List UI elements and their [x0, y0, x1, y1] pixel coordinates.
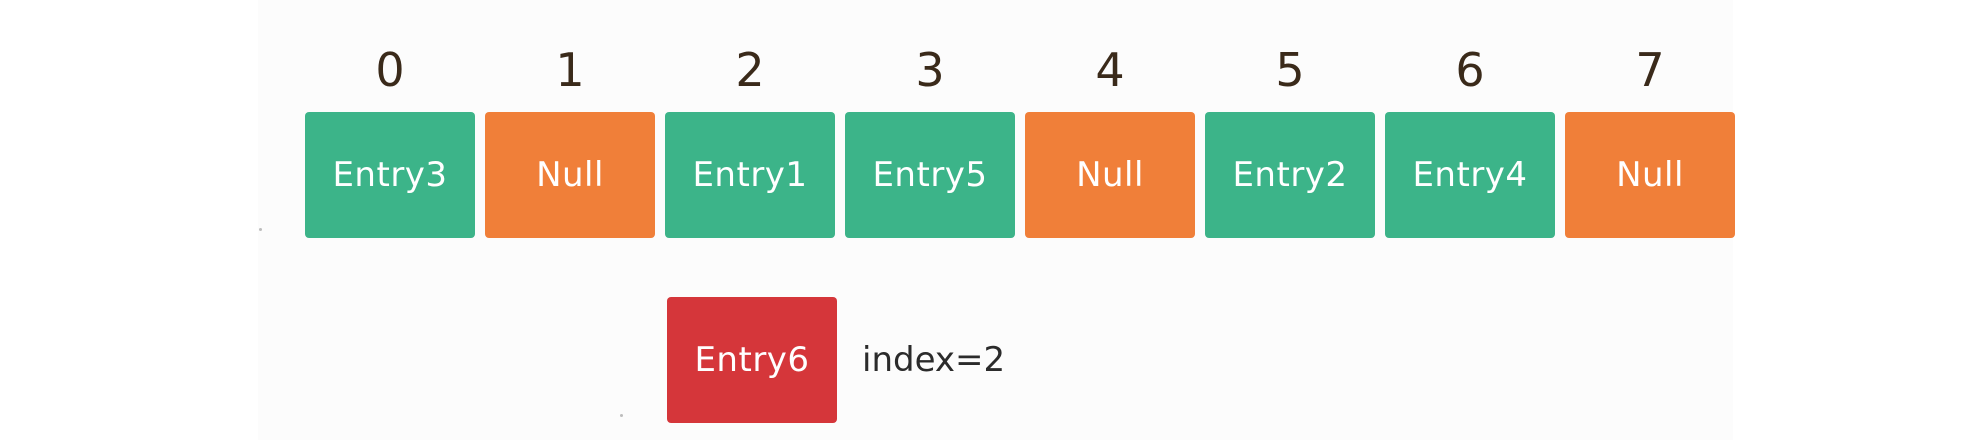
slot-index-label: 0 — [375, 43, 405, 97]
slot-index-label: 4 — [1095, 43, 1125, 97]
entry-cell: Entry1 — [665, 112, 835, 238]
cell-label: Entry5 — [872, 155, 988, 195]
cell-label: Null — [536, 155, 604, 195]
entry-cell: Entry3 — [305, 112, 475, 238]
speck-mark — [259, 228, 262, 231]
speck-mark — [620, 414, 623, 417]
cell-label: Entry4 — [1412, 155, 1528, 195]
cell-label: Null — [1616, 155, 1684, 195]
slot-index-label: 1 — [555, 43, 585, 97]
slot-index-label: 7 — [1635, 43, 1665, 97]
slot-index-label: 5 — [1275, 43, 1305, 97]
entry-cell: Entry5 — [845, 112, 1015, 238]
incoming-entry-label: Entry6 — [694, 340, 810, 380]
slot-index-label: 2 — [735, 43, 765, 97]
cell-label: Null — [1076, 155, 1144, 195]
cell-label: Entry1 — [692, 155, 808, 195]
slot-index-label: 6 — [1455, 43, 1485, 97]
entry-cell: Entry2 — [1205, 112, 1375, 238]
null-cell: Null — [485, 112, 655, 238]
slot-index-label: 3 — [915, 43, 945, 97]
cell-label: Entry3 — [332, 155, 448, 195]
entry-cell: Entry4 — [1385, 112, 1555, 238]
incoming-entry-box: Entry6 — [667, 297, 837, 423]
cell-label: Entry2 — [1232, 155, 1348, 195]
null-cell: Null — [1025, 112, 1195, 238]
null-cell: Null — [1565, 112, 1735, 238]
incoming-index-text: index=2 — [862, 340, 1006, 380]
